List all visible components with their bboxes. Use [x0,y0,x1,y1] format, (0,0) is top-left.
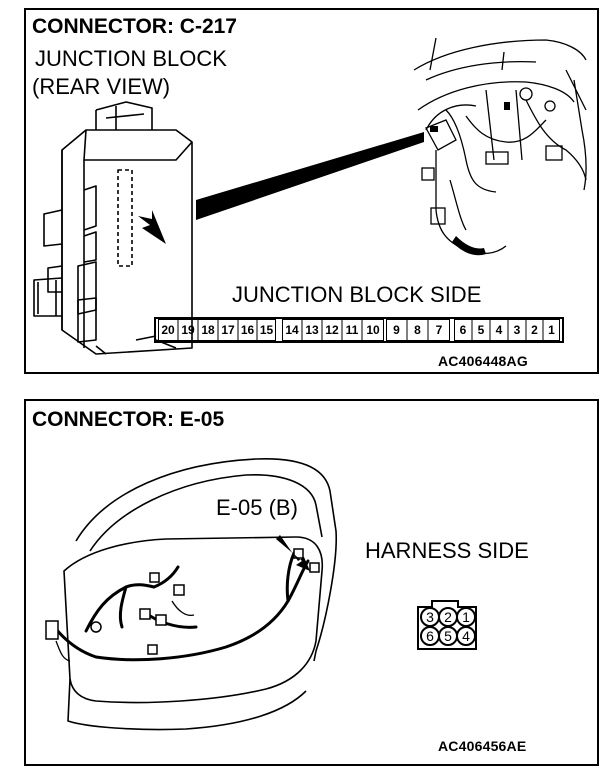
panel-title: CONNECTOR: C-217 [32,15,237,38]
connector-side-label: JUNCTION BLOCK SIDE [232,282,482,307]
pin-16: 16 [240,323,255,337]
pin-dividers [177,320,544,340]
panel-subtitle-view: (REAR VIEW) [32,74,171,99]
pin-8: 8 [414,323,421,337]
pin-11: 11 [345,323,359,337]
pin-20: 20 [161,323,175,337]
pin-3: 3 [420,607,440,627]
pin-2: 2 [438,607,458,627]
panel-title: CONNECTOR: E-05 [32,408,225,431]
figure-code: AC406456AE [438,738,527,754]
pin-17: 17 [221,323,235,337]
pin-15: 15 [259,323,274,337]
arrow-icon [276,535,310,571]
round-connector-icon: 3 2 1 6 5 4 [412,597,482,657]
pin-4: 4 [456,626,476,646]
connector-e05-panel: CONNECTOR: E-05 [24,399,599,766]
pin-1: 1 [456,607,476,627]
pin-4: 4 [495,323,503,337]
connector-callout: E-05 (B) [216,495,298,520]
pin-3: 3 [513,323,521,337]
junction-block-illustration [33,37,587,355]
pin-19: 19 [181,323,195,337]
connector-side-label: HARNESS SIDE [365,538,529,563]
pin-6: 6 [420,626,440,646]
pin-9: 9 [393,323,400,337]
pin-13: 13 [305,323,319,337]
pin-14: 14 [285,323,299,337]
panel-subtitle: JUNCTION BLOCK [35,46,227,71]
arrow-icon [138,210,166,244]
pin-6: 6 [459,323,467,337]
pin-5: 5 [477,323,485,337]
pin-1: 1 [548,323,555,337]
pin-5: 5 [438,626,458,646]
junction-connector-pinout: 20 19 18 17 16 15 14 13 12 11 10 9 8 7 6… [154,317,564,343]
pin-18: 18 [201,323,215,337]
door-harness-illustration [45,458,338,731]
pin-2: 2 [531,323,538,337]
pin-7: 7 [435,323,443,337]
connector-c217-panel: CONNECTOR: C-217 JUNCTION BLOCK (REAR VI… [24,8,599,374]
pin-12: 12 [325,323,339,337]
pin-10: 10 [366,323,380,337]
figure-code: AC406448AG [438,353,528,369]
dashboard-harness-illustration [413,37,587,255]
